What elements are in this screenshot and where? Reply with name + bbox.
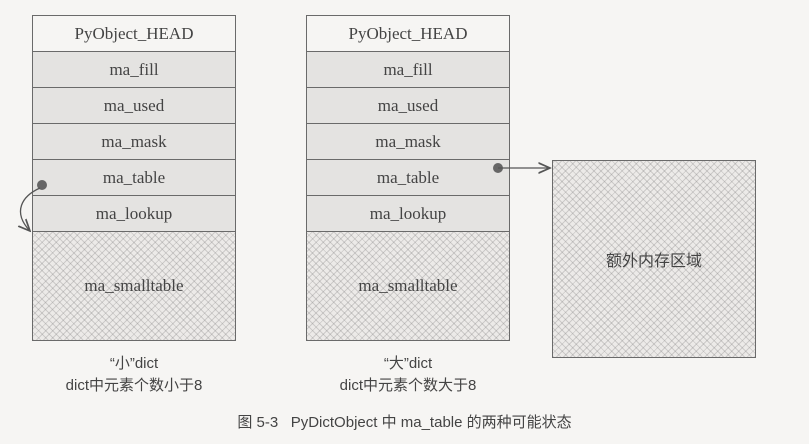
field-ma-mask: ma_mask: [33, 124, 235, 160]
field-ma-used: ma_used: [33, 88, 235, 124]
field-ma-table: ma_table: [307, 160, 509, 196]
large-dict-struct: PyObject_HEAD ma_fill ma_used ma_mask ma…: [306, 15, 510, 341]
pointer-dot-icon: [37, 180, 47, 190]
field-ma-table: ma_table: [33, 160, 235, 196]
field-pyobject-head: PyObject_HEAD: [307, 16, 509, 52]
large-dict-caption-title: “大”dict: [383, 355, 433, 372]
small-dict-struct: PyObject_HEAD ma_fill ma_used ma_mask ma…: [32, 15, 236, 341]
field-ma-lookup: ma_lookup: [307, 196, 509, 232]
field-ma-fill: ma_fill: [307, 52, 509, 88]
figure-caption: 图 5-3 PyDictObject 中 ma_table 的两种可能状态: [237, 414, 572, 431]
field-ma-fill: ma_fill: [33, 52, 235, 88]
field-ma-mask: ma_mask: [307, 124, 509, 160]
field-ma-lookup: ma_lookup: [33, 196, 235, 232]
small-dict-caption-title: “小”dict: [109, 355, 159, 372]
small-dict-caption-desc: dict中元素个数小于8: [65, 377, 203, 394]
large-dict-caption-desc: dict中元素个数大于8: [339, 377, 477, 394]
field-ma-smalltable: ma_smalltable: [307, 232, 509, 340]
field-ma-smalltable: ma_smalltable: [33, 232, 235, 340]
extra-memory-region: 额外内存区域: [552, 160, 756, 358]
field-pyobject-head: PyObject_HEAD: [33, 16, 235, 52]
large-dict-pointer-arrow: [493, 163, 550, 173]
field-ma-used: ma_used: [307, 88, 509, 124]
extra-memory-label: 额外内存区域: [605, 253, 702, 270]
small-dict-pointer-arrow: [21, 180, 47, 231]
